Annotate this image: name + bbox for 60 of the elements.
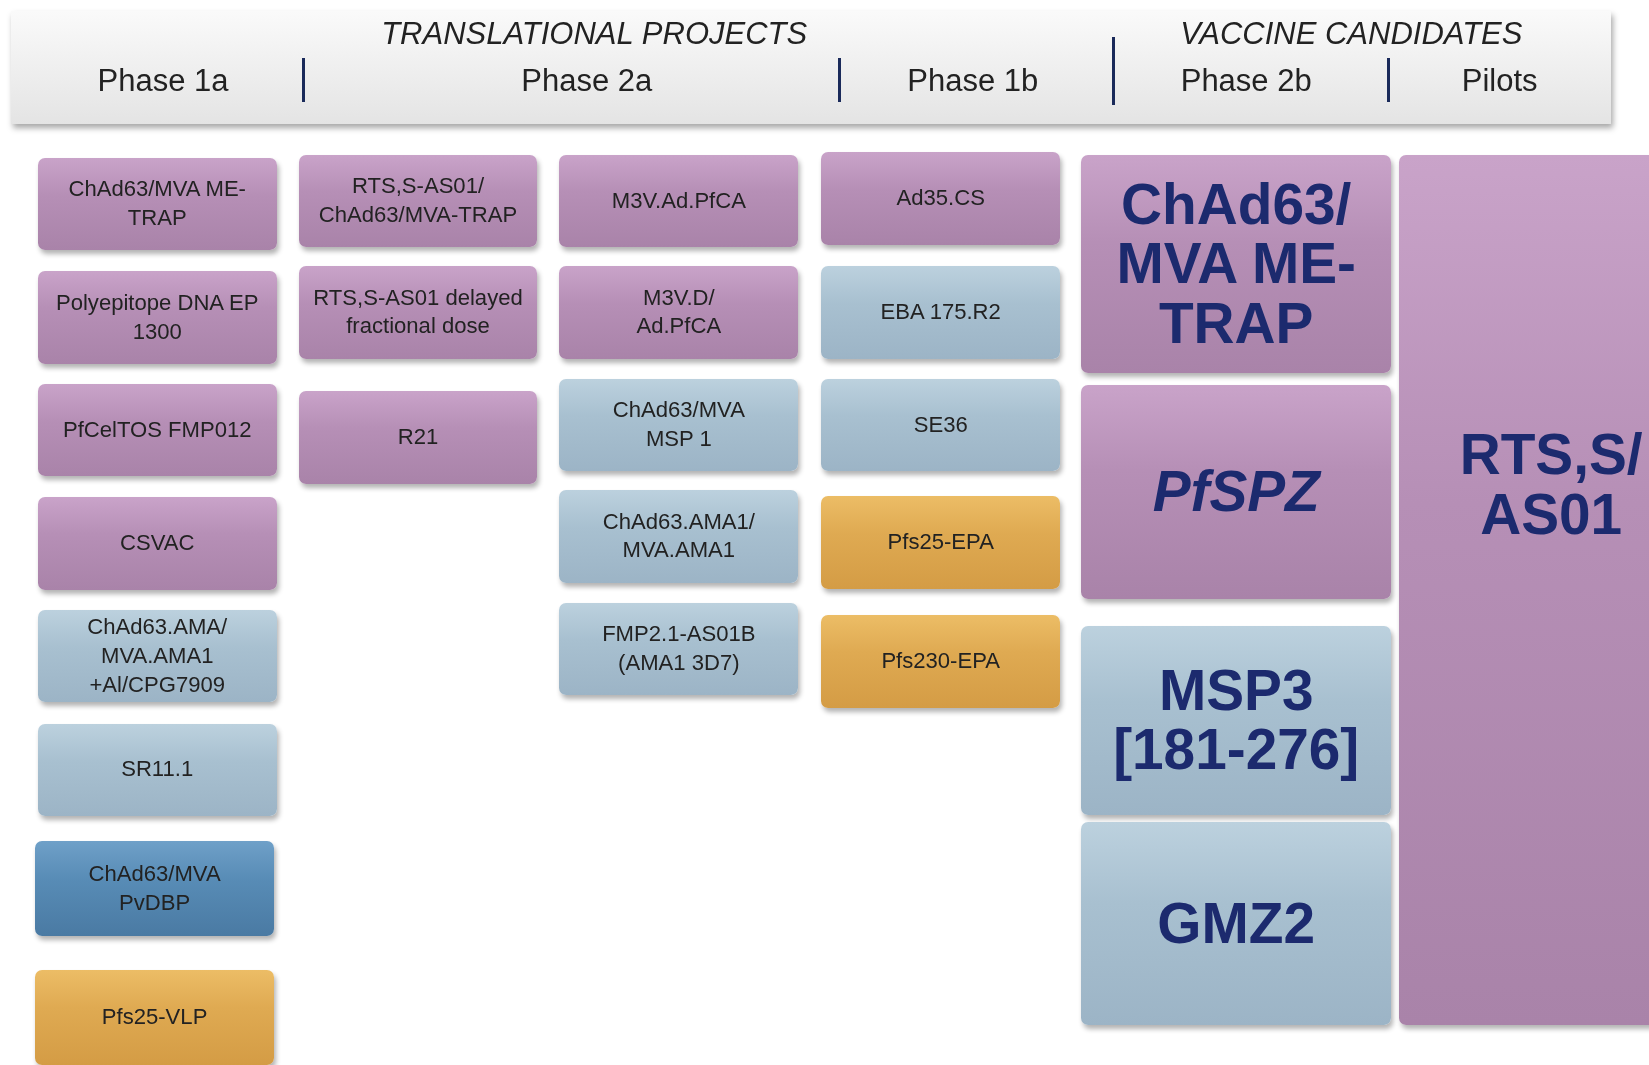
- vaccine-box: [559, 602, 799, 696]
- vaccine-box: [821, 152, 1061, 245]
- column-group-heading: VACCINE CANDIDATES: [1180, 15, 1523, 52]
- phase-heading: Pilots: [1461, 63, 1538, 100]
- vaccine-name: Pfs25-EPA: [886, 528, 995, 557]
- vaccine-name: RTS,S-AS01 delayed fractional dose: [312, 283, 524, 341]
- vaccine-name: EBA 175.R2: [879, 298, 1002, 326]
- vaccine-box: [37, 271, 277, 364]
- vaccine-box: [559, 154, 799, 248]
- vaccine-name: Pfs230-EPA: [880, 647, 1001, 676]
- vaccine-name: CSVAC: [119, 529, 196, 558]
- vaccine-box: [37, 609, 277, 703]
- vaccine-name: ChAd63/MVA MSP 1: [611, 396, 746, 453]
- vaccine-box: [821, 615, 1061, 708]
- vaccine-box: [298, 154, 538, 248]
- vaccine-name: MSP3 [181-276]: [1112, 660, 1361, 780]
- vaccine-box: [37, 497, 277, 590]
- vaccine-box: [34, 841, 275, 936]
- vaccine-name: FMP2.1-AS01B (AMA1 3D7): [601, 620, 757, 677]
- vaccine-box: [1081, 384, 1392, 600]
- vaccine-box: [37, 383, 277, 477]
- vaccine-box: [821, 496, 1061, 589]
- vaccine-name: GMZ2: [1156, 894, 1317, 954]
- vaccine-box: [34, 969, 275, 1065]
- vaccine-box: [298, 391, 538, 484]
- vaccine-box: [1081, 154, 1392, 374]
- vaccine-name: Polyepitope DNA EP 1300: [54, 288, 260, 346]
- vaccine-name: ChAd63.AMA/ MVA.AMA1 +Al/CPG7909: [86, 613, 229, 699]
- vaccine-name: ChAd63/MVA ME-TRAP: [67, 175, 247, 232]
- vaccine-name: SR11.1: [120, 755, 195, 784]
- vaccine-box: [1081, 822, 1392, 1026]
- vaccine-name: Ad35.CS: [895, 184, 986, 213]
- vaccine-box: [559, 490, 799, 583]
- vaccine-name: RTS,S/ AS01: [1458, 425, 1644, 545]
- column-group-heading: TRANSLATIONAL PROJECTS: [381, 15, 808, 52]
- vaccine-name: SE36: [912, 410, 969, 439]
- phase-heading: Phase 1a: [97, 63, 229, 100]
- vaccine-box: [559, 266, 799, 359]
- vaccine-name: ChAd63/MVA PvDBP: [87, 859, 222, 917]
- vaccine-box: [37, 157, 277, 251]
- phase-heading: Phase 2b: [1180, 63, 1312, 100]
- vaccine-name: M3V.Ad.PfCA: [610, 186, 747, 215]
- vaccine-box: [559, 378, 799, 472]
- vaccine-box: [1398, 154, 1649, 1026]
- vaccine-name: Pfs25-VLP: [100, 1003, 209, 1032]
- vaccine-box: [821, 378, 1061, 472]
- vaccine-name: R21: [396, 423, 440, 452]
- vaccine-name: ChAd63/ MVA ME-TRAP: [1115, 174, 1358, 354]
- vaccine-box: [37, 723, 277, 817]
- vaccine-box: [298, 266, 538, 359]
- vaccine-name: ChAd63.AMA1/ MVA.AMA1: [601, 507, 756, 565]
- vaccine-name: PfSPZ: [1151, 462, 1323, 522]
- vaccine-name: M3V.D/ Ad.PfCA: [635, 283, 723, 341]
- header-band: [10, 10, 1611, 125]
- vaccine-box: [821, 266, 1061, 359]
- phase-heading: Phase 1b: [907, 63, 1039, 100]
- vaccine-box: [1081, 625, 1392, 816]
- vaccine-name: PfCelTOS FMP012: [61, 415, 253, 444]
- vaccine-name: RTS,S-AS01/ ChAd63/MVA-TRAP: [317, 172, 519, 229]
- phase-heading: Phase 2a: [521, 63, 653, 100]
